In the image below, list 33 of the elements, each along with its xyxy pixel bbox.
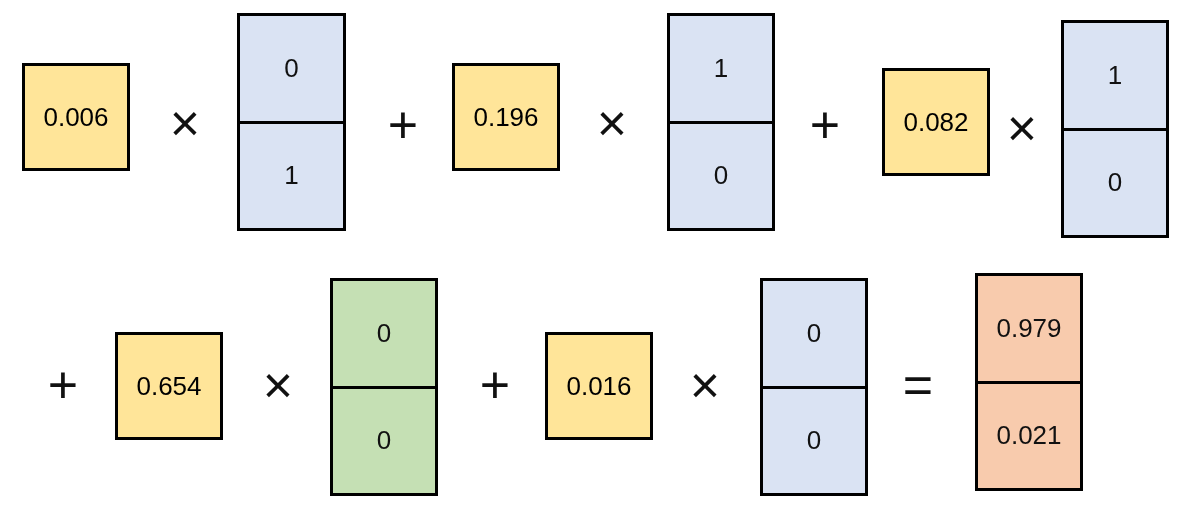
vector-entry: 1 [240, 120, 343, 228]
vector-entry: 0 [763, 385, 865, 493]
coefficient-box: 0.654 [115, 332, 223, 440]
vector-entry: 0 [283, 51, 300, 85]
coefficient-box: 0.082 [882, 68, 990, 176]
vector-entry: 0 [805, 316, 823, 350]
plus-sign: + [387, 99, 419, 151]
vector-box [760, 278, 868, 496]
coefficient-box: 0.016 [545, 332, 653, 440]
coefficient-box: 0.006 [22, 63, 130, 171]
vector-box [237, 13, 346, 231]
vector-entry: 1 [712, 51, 730, 85]
coefficient-box: 0.196 [452, 63, 560, 171]
multiply-sign: × [262, 359, 294, 411]
equals-sign: = [902, 359, 934, 411]
vector-entry: 0.021 [978, 380, 1080, 488]
plus-sign: + [809, 99, 841, 151]
vector-box [1061, 20, 1169, 238]
multiply-sign: × [689, 359, 721, 411]
multiply-sign: × [596, 97, 628, 149]
vector-entry: 0 [670, 120, 772, 228]
vector-box [667, 13, 775, 231]
vector-entry: 1 [1106, 58, 1124, 92]
result-vector-box [975, 273, 1083, 491]
vector-entry: 0.979 [995, 311, 1063, 345]
vector-entry: 0 [375, 316, 393, 350]
vector-entry: 0 [333, 385, 435, 493]
plus-sign: + [47, 359, 79, 411]
multiply-sign: × [1006, 102, 1038, 154]
vector-entry: 0 [1064, 127, 1166, 235]
vector-box [330, 278, 438, 496]
plus-sign: + [479, 359, 511, 411]
multiply-sign: × [169, 97, 201, 149]
